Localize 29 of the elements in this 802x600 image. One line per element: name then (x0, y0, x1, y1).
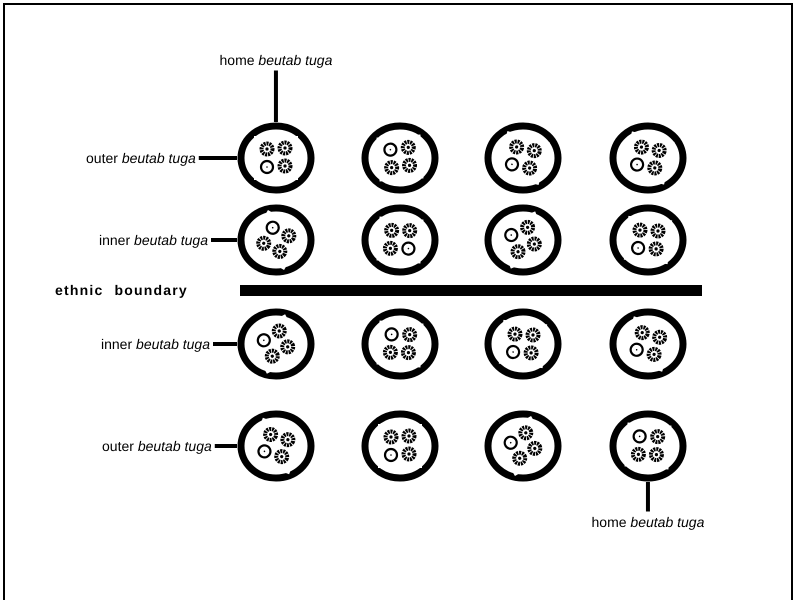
circle-drawing (484, 308, 562, 380)
leader-line (198, 156, 237, 160)
leader-label: home beutab tuga (220, 52, 332, 68)
leader-label: home beutab tuga (592, 514, 704, 530)
circle-drawing (609, 204, 687, 276)
boundary-label: ethnic boundary (55, 282, 188, 298)
leader-label: inner beutab tuga (99, 232, 208, 248)
circle-drawing (361, 122, 439, 194)
circle-drawing (237, 410, 315, 482)
leader-label: inner beutab tuga (101, 336, 210, 352)
leader-label: outer beutab tuga (86, 150, 196, 166)
circle-drawing (361, 410, 439, 482)
circle-drawing (609, 308, 687, 380)
circle-drawing (484, 410, 562, 482)
circle-drawing (484, 204, 562, 276)
leader-line (274, 70, 278, 122)
leader-line (646, 482, 650, 512)
circle-drawing (237, 204, 315, 276)
circle-drawing (609, 122, 687, 194)
circle-drawing (361, 204, 439, 276)
circle-drawing (609, 410, 687, 482)
circle-drawing (361, 308, 439, 380)
leader-line (211, 238, 237, 242)
leader-line (213, 342, 237, 346)
leader-label: outer beutab tuga (102, 438, 212, 454)
leader-line (214, 444, 237, 448)
circle-drawing (237, 122, 315, 194)
circle-drawing (484, 122, 562, 194)
circle-drawing (237, 308, 315, 380)
